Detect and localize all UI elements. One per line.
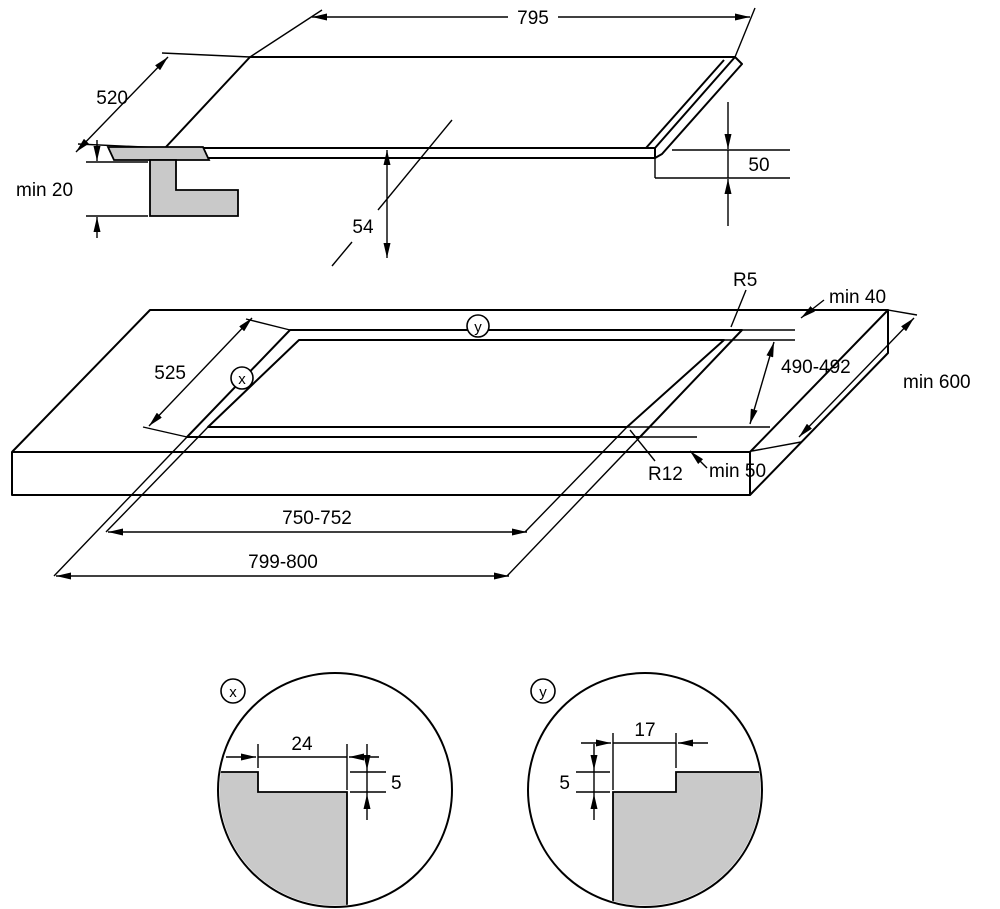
dim-cutout-width-label: 750-752: [282, 508, 352, 529]
detail-x-marker: x: [220, 678, 246, 704]
detail-marker-y-ref: y: [466, 314, 490, 338]
top-view-hob: 795 520 min 20 54: [16, 7, 790, 267]
detail-y-width-label: 17: [634, 720, 655, 741]
dim-54-label: 54: [352, 217, 374, 238]
detail-y-circle: [527, 672, 763, 908]
worktop-edge-section: [106, 146, 239, 217]
detail-x-dim-5: 5: [350, 744, 402, 820]
dim-r12: R12: [629, 429, 683, 485]
worktop-step-section: [149, 159, 239, 217]
dim-depth-label: 520: [96, 88, 128, 109]
dim-r5: R5: [730, 270, 757, 328]
detail-y-marker: y: [530, 678, 556, 704]
dim-r12-label: R12: [648, 464, 683, 485]
dim-depth-520: 520: [75, 52, 251, 153]
detail-x-circle: [217, 672, 453, 908]
detail-marker-y-ref-label: y: [474, 319, 482, 336]
dim-min40: min 40: [800, 287, 886, 319]
cutout-inner-edge: [207, 339, 725, 428]
worktop-cutout-view: 525 490-492 R5 min 40 min 600 R12 m: [11, 270, 971, 580]
dim-height-label: 50: [748, 155, 769, 176]
detail-marker-x-ref: x: [230, 366, 254, 390]
dim-cutout-depth-label: 490-492: [781, 357, 851, 378]
detail-marker-x-ref-label: x: [238, 371, 246, 388]
hob-outline: [164, 56, 743, 159]
dim-outer-width-label: 799-800: [248, 552, 318, 573]
dim-min20-label: min 20: [16, 180, 73, 201]
detail-y-view: y 17 5: [527, 672, 763, 908]
detail-x-dim-24: 24: [226, 734, 379, 790]
detail-x-worktop-section: [219, 771, 348, 906]
detail-y-marker-label: y: [539, 684, 547, 701]
dim-min50: min 50: [689, 450, 766, 482]
dim-width-label: 795: [517, 8, 549, 29]
dim-min600-label: min 600: [903, 372, 971, 393]
cutout-outer-edge: [186, 329, 743, 438]
dim-min40-label: min 40: [829, 287, 886, 308]
dim-min20: min 20: [16, 140, 148, 238]
detail-y-dim-5: 5: [559, 744, 610, 820]
dim-min600: min 600: [751, 309, 971, 452]
detail-x-depth-label: 5: [391, 773, 402, 794]
detail-x-view: x 24 5: [217, 672, 453, 908]
detail-x-marker-label: x: [229, 684, 237, 701]
dim-outer-depth-525: 525: [142, 317, 291, 438]
dim-cutout-width-750: 750-752: [105, 426, 628, 536]
detail-y-depth-label: 5: [559, 773, 570, 794]
detail-y-dim-17: 17: [581, 720, 708, 790]
dim-54: 54: [331, 119, 453, 267]
dim-height-50: 50: [654, 102, 790, 226]
detail-y-worktop-section: [612, 771, 761, 906]
dim-width-795: 795: [249, 7, 756, 58]
cutout-outlines: [186, 329, 795, 438]
dim-min50-label: min 50: [709, 461, 766, 482]
dim-outer-width-799: 799-800: [53, 436, 641, 580]
dim-r5-label: R5: [733, 270, 757, 291]
detail-x-width-label: 24: [291, 734, 313, 755]
dim-outer-depth-label: 525: [154, 363, 186, 384]
hob-edge-section: [106, 146, 211, 161]
